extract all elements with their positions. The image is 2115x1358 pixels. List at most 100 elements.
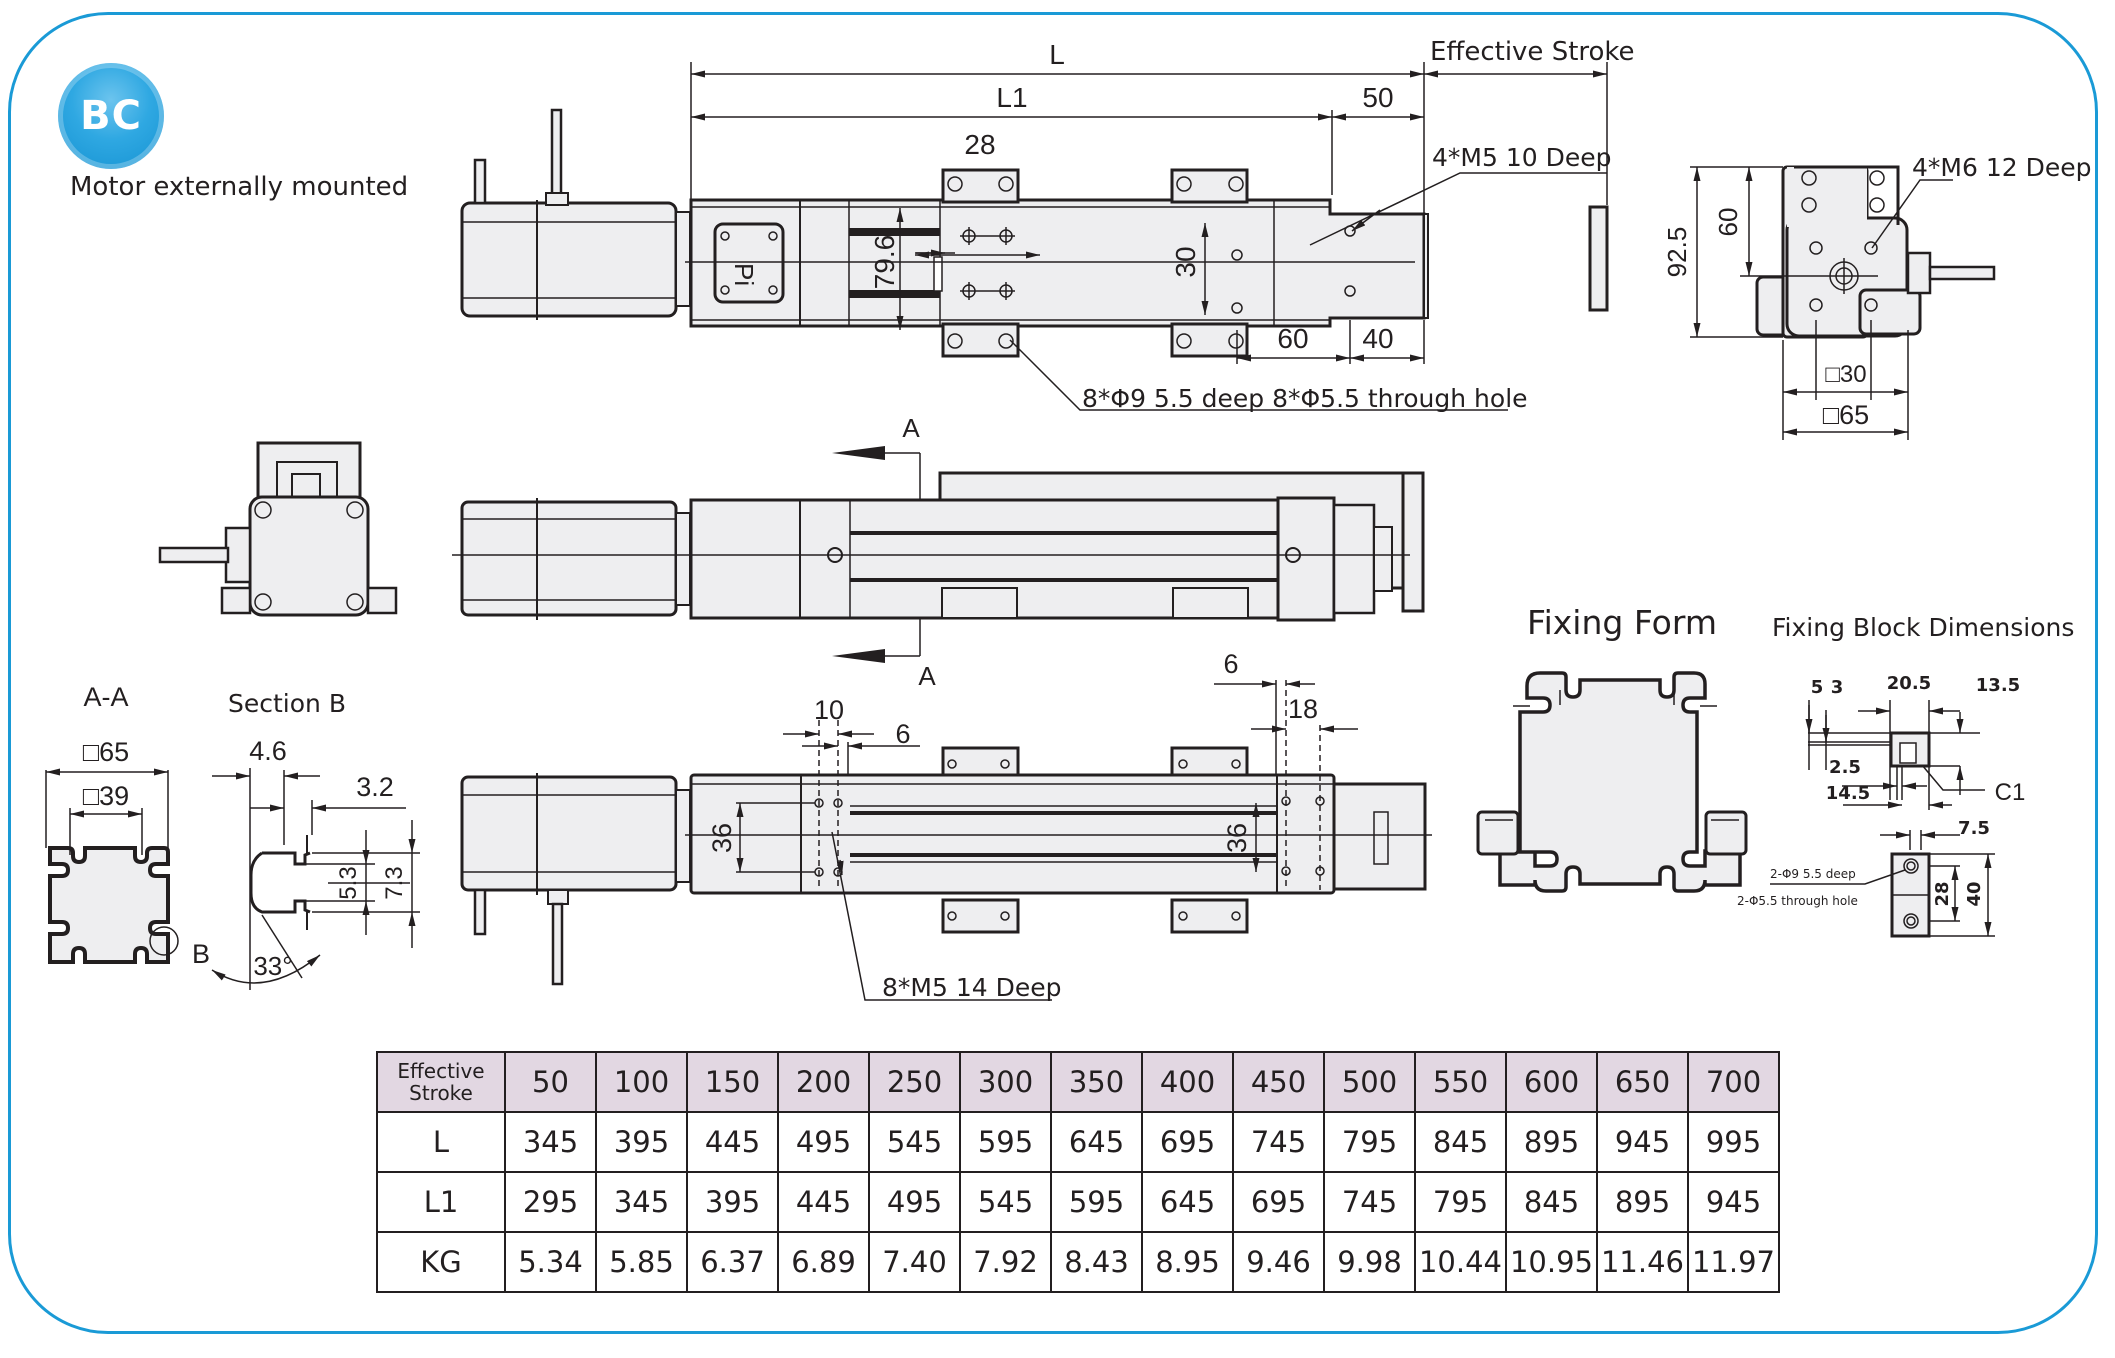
- stroke-col: 200: [777, 1051, 870, 1113]
- dim-60-top: 60: [1277, 323, 1308, 354]
- bottom-view: 10 6 6 18 36 36 8*M5 14 Deep: [460, 649, 1432, 1002]
- table-cell: 595: [1050, 1171, 1143, 1233]
- table-cell: 945: [1596, 1111, 1689, 1173]
- note-counterbore: 2-Φ9 5.5 deep: [1770, 867, 1856, 881]
- end-view: 92.5 60 □30 □65 4*M6 12 Deep: [1662, 153, 2091, 440]
- table-cell: 795: [1323, 1111, 1416, 1173]
- section-a-a-title: A-A: [83, 682, 128, 712]
- table-cell: 395: [595, 1111, 688, 1173]
- note-through-hole: 2-Φ5.5 through hole: [1737, 894, 1858, 908]
- dim-5-3: 5.3: [335, 866, 362, 899]
- fixing-block-title: Fixing Block Dimensions: [1772, 613, 2074, 642]
- stroke-col: 250: [868, 1051, 961, 1113]
- table-cell: 5.34: [504, 1231, 597, 1293]
- table-cell: 695: [1232, 1171, 1325, 1233]
- stroke-col: 100: [595, 1051, 688, 1113]
- stroke-col: 600: [1505, 1051, 1598, 1113]
- table-cell: 8.43: [1050, 1231, 1143, 1293]
- table-cell: 345: [504, 1111, 597, 1173]
- fixing-form-title: Fixing Form: [1527, 603, 1717, 642]
- dim-3-2: 3.2: [356, 772, 394, 802]
- table-cell: 745: [1232, 1111, 1325, 1173]
- stroke-col: 50: [504, 1051, 597, 1113]
- stroke-col: 650: [1596, 1051, 1689, 1113]
- table-cell: 6.37: [686, 1231, 779, 1293]
- motor-top: [460, 108, 691, 320]
- dim-4-6: 4.6: [249, 736, 287, 766]
- dim-square-30: □30: [1825, 361, 1866, 388]
- header-label-line1: Effective: [397, 1059, 485, 1083]
- actuator-body-top: Pi: [685, 198, 1429, 328]
- stroke-col: 700: [1687, 1051, 1780, 1113]
- table-cell: 845: [1505, 1171, 1598, 1233]
- dim-30-top: 30: [1170, 246, 1201, 277]
- table-cell: 845: [1414, 1111, 1507, 1173]
- dim-28: 28: [964, 129, 995, 160]
- dim-28-block: 28: [1932, 881, 1953, 906]
- table-cell: 995: [1687, 1111, 1780, 1173]
- dim-14-5: 14.5: [1826, 783, 1870, 804]
- table-cell: 395: [686, 1171, 779, 1233]
- stroke-end-plate: [1588, 205, 1609, 312]
- dim-36-left: 36: [707, 823, 737, 853]
- dim-L1: L1: [996, 82, 1027, 113]
- dimension-lines-top: [690, 62, 1608, 411]
- dim-92-5: 92.5: [1662, 227, 1692, 278]
- table-cell: 645: [1141, 1171, 1234, 1233]
- table-cell: 7.92: [959, 1231, 1052, 1293]
- dim-10: 10: [814, 695, 844, 725]
- table-cell: 6.89: [777, 1231, 870, 1293]
- fixing-blocks-top: [941, 168, 1249, 358]
- stroke-col: 550: [1414, 1051, 1507, 1113]
- table-cell: 295: [504, 1171, 597, 1233]
- table-cell: 9.98: [1323, 1231, 1416, 1293]
- dim-L: L: [1049, 39, 1065, 70]
- dim-18: 18: [1288, 694, 1318, 724]
- dim-60-end: 60: [1713, 208, 1743, 237]
- table-cell: 795: [1414, 1171, 1507, 1233]
- motor-end-view-side: [158, 441, 398, 617]
- stroke-col: 300: [959, 1051, 1052, 1113]
- table-cell: 10.44: [1414, 1231, 1507, 1293]
- table-cell: 10.95: [1505, 1231, 1598, 1293]
- table-cell: 7.40: [868, 1231, 961, 1293]
- table-cell: 11.97: [1687, 1231, 1780, 1293]
- page-frame: [8, 12, 2098, 1334]
- dim-40-block: 40: [1964, 881, 1985, 906]
- table-header-row: Effective Stroke 50 100 150 200 250 300 …: [376, 1051, 1780, 1113]
- table-cell: 695: [1141, 1111, 1234, 1173]
- mounting-holes-top: [960, 225, 1356, 314]
- table-cell: 5.85: [595, 1231, 688, 1293]
- row-label: L1: [376, 1171, 506, 1233]
- section-mark-a-top: A: [902, 413, 920, 443]
- stroke-col: 150: [686, 1051, 779, 1113]
- dim-7-5: 7.5: [1958, 818, 1990, 839]
- model-badge-text: BC: [80, 93, 142, 139]
- stroke-col: 450: [1232, 1051, 1325, 1113]
- dim-13-5: 13.5: [1976, 675, 2020, 696]
- stroke-col: 350: [1050, 1051, 1143, 1113]
- dim-2-5: 2.5: [1829, 757, 1861, 778]
- spec-table: Effective Stroke 50 100 150 200 250 300 …: [376, 1051, 1780, 1293]
- fixing-block-dimensions: Fixing Block Dimensions: [1737, 613, 2074, 938]
- table-cell: 945: [1687, 1171, 1780, 1233]
- stroke-col: 500: [1323, 1051, 1416, 1113]
- table-cell: 545: [959, 1171, 1052, 1233]
- table-cell: 445: [686, 1111, 779, 1173]
- table-cell: 11.46: [1596, 1231, 1689, 1293]
- table-cell: 345: [595, 1171, 688, 1233]
- table-cell: 495: [868, 1171, 961, 1233]
- section-b-title: Section B: [228, 689, 346, 718]
- callout-m6-12-deep: 4*M6 12 Deep: [1912, 153, 2091, 182]
- dim-6-left: 6: [895, 719, 910, 749]
- dim-79-6: 79.6: [869, 235, 900, 290]
- table-cell: 745: [1323, 1171, 1416, 1233]
- header-effective-stroke: Effective Stroke: [376, 1051, 506, 1113]
- table-cell: 8.95: [1141, 1231, 1234, 1293]
- section-mark-a-bottom: A: [918, 661, 936, 691]
- section-a-a: A-A □65 □39 B: [45, 682, 210, 969]
